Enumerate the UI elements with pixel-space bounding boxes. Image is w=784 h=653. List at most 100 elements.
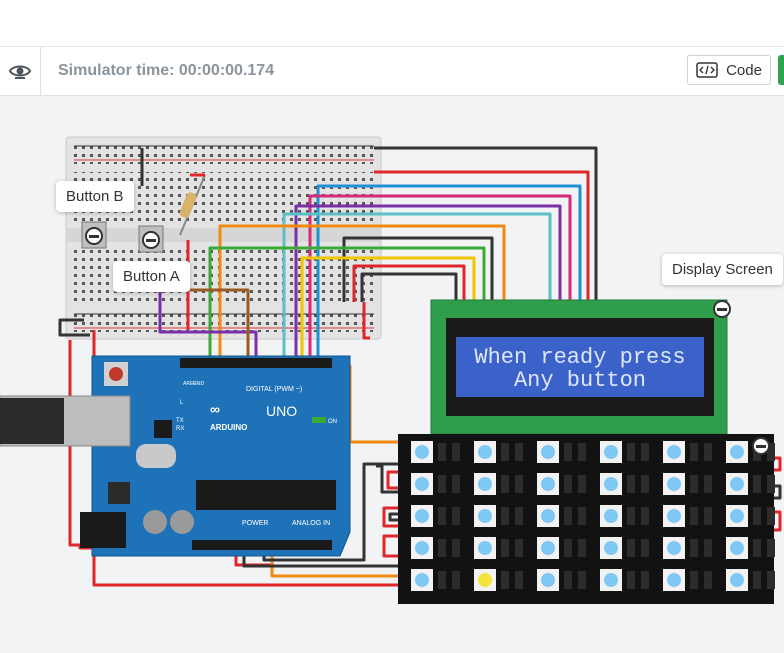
eye-icon xyxy=(8,65,32,79)
led-pixel-pad xyxy=(753,475,761,493)
led-pixel-pad xyxy=(501,539,509,557)
led-matrix-minus-icon[interactable] xyxy=(752,437,770,455)
led-pixel xyxy=(667,541,681,555)
led-pixel xyxy=(541,573,555,587)
led-pixel xyxy=(604,445,618,459)
led-pixel xyxy=(478,509,492,523)
led-pixel xyxy=(478,573,492,587)
simulator-toolbar: Simulator time: 00:00:00.174 Code xyxy=(0,47,784,96)
arduino-aref-label: AREF xyxy=(183,381,196,387)
led-pixel xyxy=(604,509,618,523)
button-a-minus-icon[interactable] xyxy=(142,231,160,249)
led-pixel-pad xyxy=(704,443,712,461)
led-pixel-pad xyxy=(627,539,635,557)
led-pixel-pad xyxy=(704,475,712,493)
led-pixel-pad xyxy=(690,539,698,557)
led-pixel-pad xyxy=(501,507,509,525)
arduino-gnd-label: GND xyxy=(193,381,205,387)
led-pixel xyxy=(730,445,744,459)
led-pixel-pad xyxy=(627,571,635,589)
led-pixel-pad xyxy=(438,539,446,557)
top-bar xyxy=(0,0,784,47)
led-pixel-pad xyxy=(767,443,775,461)
led-pixel-pad xyxy=(690,475,698,493)
button-b-minus-icon[interactable] xyxy=(85,227,103,245)
led-pixel xyxy=(730,573,744,587)
circuit-canvas[interactable]: ∞ ARDUINO UNO DIGITAL (PWM ~) POWER ANAL… xyxy=(0,96,784,653)
led-pixel-pad xyxy=(564,507,572,525)
led-pixel-pad xyxy=(641,475,649,493)
code-icon xyxy=(696,62,718,78)
led-pixel-pad xyxy=(515,571,523,589)
code-button-label: Code xyxy=(726,61,762,79)
led-pixel-pad xyxy=(641,443,649,461)
led-pixel-pad xyxy=(452,443,460,461)
display-screen-minus-icon[interactable] xyxy=(713,300,731,318)
arduino-brand: ARDUINO xyxy=(210,423,247,432)
arduino-digital-label: DIGITAL (PWM ~) xyxy=(246,386,302,393)
resistor[interactable] xyxy=(178,174,206,236)
led-pixel-pad xyxy=(452,539,460,557)
button-b-label: Button B xyxy=(56,181,134,212)
lcd-line-2: Any button xyxy=(514,368,646,393)
led-pixel-pad xyxy=(578,507,586,525)
led-pixel-pad xyxy=(515,443,523,461)
arduino-power-label: POWER xyxy=(242,520,268,527)
led-pixel-pad xyxy=(767,539,775,557)
arduino-rx-label: RX xyxy=(176,426,184,432)
arduino-on-label: ON xyxy=(328,419,337,425)
led-pixel-pad xyxy=(704,539,712,557)
led-pixel xyxy=(415,509,429,523)
led-pixel-pad xyxy=(515,475,523,493)
led-pixel-pad xyxy=(627,475,635,493)
led-pixel-pad xyxy=(515,507,523,525)
led-pixel xyxy=(730,477,744,491)
led-pixel-pad xyxy=(501,443,509,461)
start-simulation-button[interactable] xyxy=(778,55,784,85)
led-pixel-pad xyxy=(690,507,698,525)
led-pixel-pad xyxy=(438,475,446,493)
led-pixel-pad xyxy=(452,507,460,525)
visibility-toggle-button[interactable] xyxy=(0,47,41,95)
led-pixel-pad xyxy=(753,571,761,589)
arduino-tx-label: TX xyxy=(176,418,184,424)
arduino-model: UNO xyxy=(266,403,297,419)
led-pixel xyxy=(478,541,492,555)
led-pixel-pad xyxy=(767,475,775,493)
led-pixel-pad xyxy=(641,571,649,589)
lcd-module[interactable] xyxy=(430,299,728,435)
led-pixel xyxy=(415,445,429,459)
led-pixel-pad xyxy=(578,571,586,589)
led-pixel xyxy=(541,541,555,555)
led-pixel xyxy=(541,477,555,491)
breadboard[interactable] xyxy=(65,136,382,340)
led-pixel xyxy=(604,573,618,587)
led-pixel-pad xyxy=(753,507,761,525)
lcd-line-1: When ready press xyxy=(474,345,685,370)
led-pixel-pad xyxy=(564,539,572,557)
code-button[interactable]: Code xyxy=(687,55,771,85)
simulator-time: Simulator time: 00:00:00.174 xyxy=(58,62,275,79)
arduino-uno-board[interactable]: ∞ xyxy=(0,355,351,557)
led-pixel xyxy=(667,573,681,587)
led-pixel xyxy=(730,541,744,555)
led-pixel-pad xyxy=(578,539,586,557)
led-pixel-pad xyxy=(564,475,572,493)
led-pixel xyxy=(415,541,429,555)
led-pixel xyxy=(415,573,429,587)
display-screen-label: Display Screen xyxy=(662,254,783,285)
led-pixel-pad xyxy=(501,475,509,493)
led-pixel-pad xyxy=(452,571,460,589)
led-pixel xyxy=(667,445,681,459)
arduino-analog-label: ANALOG IN xyxy=(292,520,330,527)
led-pixel-pad xyxy=(767,507,775,525)
led-pixel-pad xyxy=(578,443,586,461)
led-pixel-pad xyxy=(438,507,446,525)
led-pixel-pad xyxy=(564,571,572,589)
led-pixel xyxy=(604,541,618,555)
led-pixel-pad xyxy=(578,475,586,493)
led-matrix[interactable] xyxy=(398,434,775,604)
led-pixel-pad xyxy=(438,571,446,589)
led-pixel xyxy=(478,445,492,459)
led-pixel-pad xyxy=(515,539,523,557)
